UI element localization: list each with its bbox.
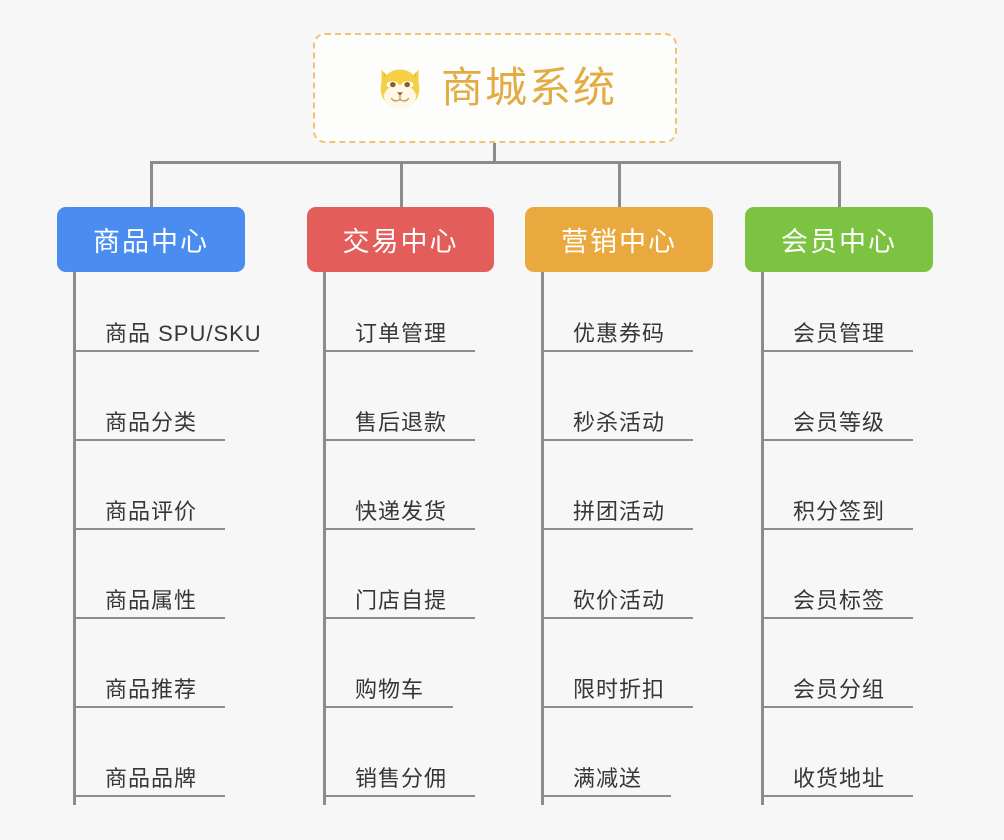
- leaf-label: 商品 SPU/SKU: [105, 320, 262, 346]
- leaf-label: 商品品牌: [105, 765, 198, 791]
- leaf-rule: [541, 706, 693, 708]
- root-title: 商城系统: [440, 64, 617, 111]
- leaf-rule: [541, 439, 693, 441]
- leaf-label: 快递发货: [355, 498, 448, 524]
- branch-header-label: 交易中心: [342, 227, 459, 257]
- connector-drop-member-center: [838, 161, 841, 208]
- leaf-label: 商品评价: [105, 498, 198, 524]
- branch-trunk-member-center: [761, 272, 764, 805]
- leaf-label: 会员管理: [793, 320, 886, 346]
- leaf-rule: [73, 795, 225, 797]
- leaf-rule: [73, 528, 225, 530]
- leaf-rule: [761, 617, 913, 619]
- leaf-rule: [73, 439, 225, 441]
- leaf-label: 会员等级: [793, 409, 886, 435]
- connector-drop-marketing-center: [618, 161, 621, 208]
- leaf-label: 门店自提: [355, 587, 448, 613]
- leaf-label: 购物车: [355, 676, 425, 702]
- branch-header-label: 营销中心: [561, 227, 677, 257]
- leaf-rule: [761, 795, 913, 797]
- leaf-rule: [541, 350, 693, 352]
- leaf-label: 满减送: [573, 765, 643, 791]
- shiba-dog-emoji: [380, 69, 420, 109]
- leaf-label: 商品分类: [105, 409, 198, 435]
- connector-distribution-bar: [150, 161, 841, 164]
- leaf-rule: [73, 350, 259, 352]
- connector-drop-product-center: [150, 161, 153, 208]
- branch-header-marketing-center[interactable]: 营销中心: [525, 207, 713, 272]
- leaf-label: 售后退款: [355, 409, 448, 435]
- branch-header-member-center[interactable]: 会员中心: [745, 207, 933, 272]
- connector-drop-trade-center: [400, 161, 403, 208]
- leaf-rule: [761, 706, 913, 708]
- leaf-label: 砍价活动: [573, 587, 666, 613]
- leaf-rule: [541, 528, 693, 530]
- branch-header-label: 商品中心: [93, 227, 209, 257]
- branch-trunk-marketing-center: [541, 272, 544, 805]
- leaf-label: 优惠券码: [573, 320, 666, 346]
- leaf-rule: [323, 439, 475, 441]
- leaf-rule: [761, 439, 913, 441]
- leaf-rule: [323, 795, 475, 797]
- leaf-label: 订单管理: [355, 320, 448, 346]
- leaf-rule: [541, 795, 671, 797]
- branch-header-trade-center[interactable]: 交易中心: [307, 207, 494, 272]
- connector-root-stem: [493, 143, 496, 164]
- branch-header-label: 会员中心: [781, 227, 897, 257]
- leaf-label: 商品属性: [105, 587, 198, 613]
- branch-header-product-center[interactable]: 商品中心: [57, 207, 245, 272]
- branch-trunk-trade-center: [323, 272, 326, 805]
- branch-trunk-product-center: [73, 272, 76, 805]
- root-node[interactable]: 商城系统: [313, 33, 677, 143]
- leaf-label: 会员分组: [793, 676, 886, 702]
- leaf-rule: [323, 706, 453, 708]
- leaf-label: 秒杀活动: [573, 409, 666, 435]
- leaf-label: 商品推荐: [105, 676, 198, 702]
- leaf-rule: [761, 528, 913, 530]
- leaf-label: 限时折扣: [573, 676, 666, 702]
- leaf-rule: [323, 528, 475, 530]
- leaf-rule: [541, 617, 693, 619]
- leaf-label: 积分签到: [793, 498, 886, 524]
- leaf-rule: [73, 706, 225, 708]
- leaf-label: 收货地址: [793, 765, 886, 791]
- leaf-label: 销售分佣: [355, 765, 448, 791]
- leaf-label: 会员标签: [793, 587, 886, 613]
- leaf-rule: [323, 617, 475, 619]
- leaf-rule: [73, 617, 225, 619]
- leaf-label: 拼团活动: [573, 498, 666, 524]
- leaf-rule: [323, 350, 475, 352]
- leaf-rule: [761, 350, 913, 352]
